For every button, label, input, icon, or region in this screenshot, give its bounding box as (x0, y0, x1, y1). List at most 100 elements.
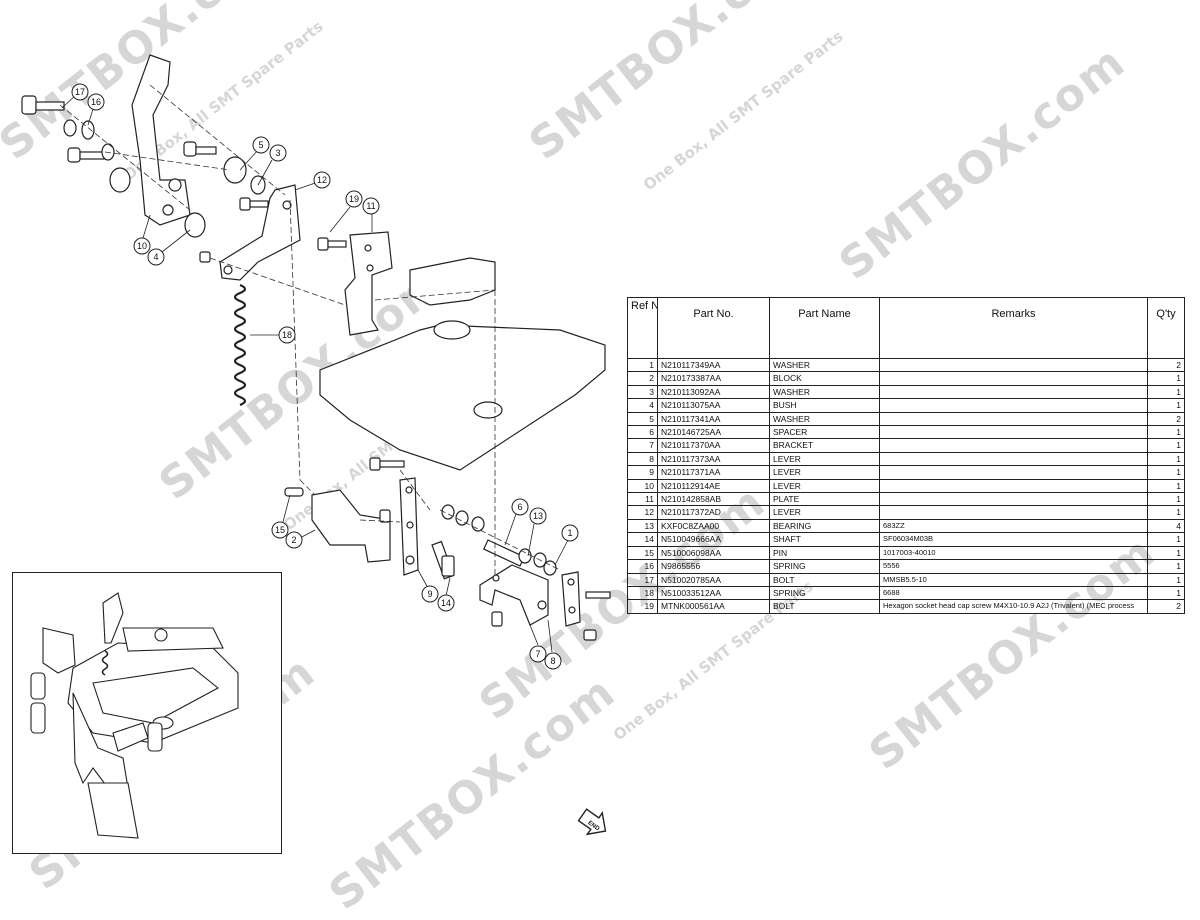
cell-part-no: N210117341AA (657, 411, 770, 427)
cell-qty: 2 (1147, 357, 1185, 373)
cell-ref: 18 (627, 585, 658, 601)
cell-remarks: 683ZZ (879, 518, 1148, 534)
callout-6: 6 (517, 502, 522, 512)
header-qty: Q'ty (1147, 297, 1185, 359)
cell-part-name: WASHER (769, 384, 880, 400)
cell-part-name: LEVER (769, 451, 880, 467)
cell-remarks (879, 451, 1148, 467)
callout-2: 2 (291, 535, 296, 545)
cell-ref: 15 (627, 545, 658, 561)
cell-qty: 1 (1147, 492, 1185, 507)
callout-4: 4 (153, 252, 158, 262)
cell-part-name: LEVER (769, 465, 880, 480)
header-part-no: Part No. (657, 297, 770, 359)
cell-ref: 5 (627, 411, 658, 427)
cell-ref: 13 (627, 518, 658, 534)
cell-part-name: BLOCK (769, 371, 880, 386)
cell-part-no: N210142858AB (657, 492, 770, 507)
callout-3: 3 (275, 148, 280, 158)
callout-7: 7 (535, 649, 540, 659)
cell-qty: 1 (1147, 532, 1185, 547)
cell-remarks (879, 478, 1148, 494)
cell-ref: 12 (627, 505, 658, 520)
table-header-row: Ref No. Part No. Part Name Remarks Q'ty (627, 297, 1185, 359)
cell-remarks: 5556 (879, 559, 1148, 574)
callout-19: 19 (349, 194, 359, 204)
cell-remarks: SF06034M03B (879, 532, 1148, 547)
end-marker-icon: END (577, 808, 607, 836)
cell-ref: 3 (627, 384, 658, 400)
cell-part-name: PLATE (769, 492, 880, 507)
callout-18: 18 (282, 330, 292, 340)
callout-12: 12 (317, 175, 327, 185)
cell-ref: 19 (627, 599, 658, 614)
cell-ref: 11 (627, 492, 658, 507)
callout-11: 11 (366, 201, 375, 211)
cell-part-name: SPRING (769, 559, 880, 574)
cell-qty: 1 (1147, 384, 1185, 400)
cell-ref: 17 (627, 572, 658, 587)
cell-remarks (879, 398, 1148, 413)
cell-part-name: SPRING (769, 585, 880, 601)
header-remarks: Remarks (879, 297, 1148, 359)
cell-part-no: N9865556 (657, 559, 770, 574)
cell-remarks (879, 492, 1148, 507)
cell-remarks (879, 425, 1148, 440)
cell-part-no: N210117349AA (657, 357, 770, 373)
cell-qty: 1 (1147, 572, 1185, 587)
cell-ref: 6 (627, 425, 658, 440)
cell-part-name: BUSH (769, 398, 880, 413)
cell-remarks (879, 411, 1148, 427)
cell-part-no: N210112914AE (657, 478, 770, 494)
cell-qty: 1 (1147, 559, 1185, 574)
cell-remarks (879, 371, 1148, 386)
cell-part-no: N210117372AD (657, 505, 770, 520)
cell-qty: 1 (1147, 585, 1185, 601)
callout-9: 9 (427, 589, 432, 599)
cell-part-no: N210117370AA (657, 438, 770, 453)
cell-part-name: LEVER (769, 478, 880, 494)
cell-part-name: SHAFT (769, 532, 880, 547)
cell-remarks (879, 505, 1148, 520)
exploded-diagram: 17 16 5 3 12 19 11 10 4 18 15 2 9 14 6 1… (21, 54, 611, 670)
cell-part-no: N210173387AA (657, 371, 770, 386)
cell-part-no: N210146725AA (657, 425, 770, 440)
cell-part-no: MTNK000561AA (657, 599, 770, 614)
cell-ref: 9 (627, 465, 658, 480)
cell-remarks (879, 357, 1148, 373)
cell-ref: 2 (627, 371, 658, 386)
header-part-name: Part Name (769, 297, 880, 359)
callout-5: 5 (258, 140, 263, 150)
cell-part-name: BOLT (769, 572, 880, 587)
cell-part-no: N510006098AA (657, 545, 770, 561)
cell-part-name: LEVER (769, 505, 880, 520)
cell-part-no: N210117373AA (657, 451, 770, 467)
callout-1: 1 (567, 528, 572, 538)
cell-qty: 1 (1147, 505, 1185, 520)
cell-ref: 16 (627, 559, 658, 574)
cell-remarks (879, 438, 1148, 453)
cell-part-no: N510033512AA (657, 585, 770, 601)
cell-part-name: WASHER (769, 357, 880, 373)
cell-ref: 8 (627, 451, 658, 467)
parts-list-table: Ref No. Part No. Part Name Remarks Q'ty … (627, 297, 1185, 614)
cell-qty: 1 (1147, 438, 1185, 453)
cell-part-no: KXF0C8ZAA00 (657, 518, 770, 534)
cell-part-no: N510020785AA (657, 572, 770, 587)
